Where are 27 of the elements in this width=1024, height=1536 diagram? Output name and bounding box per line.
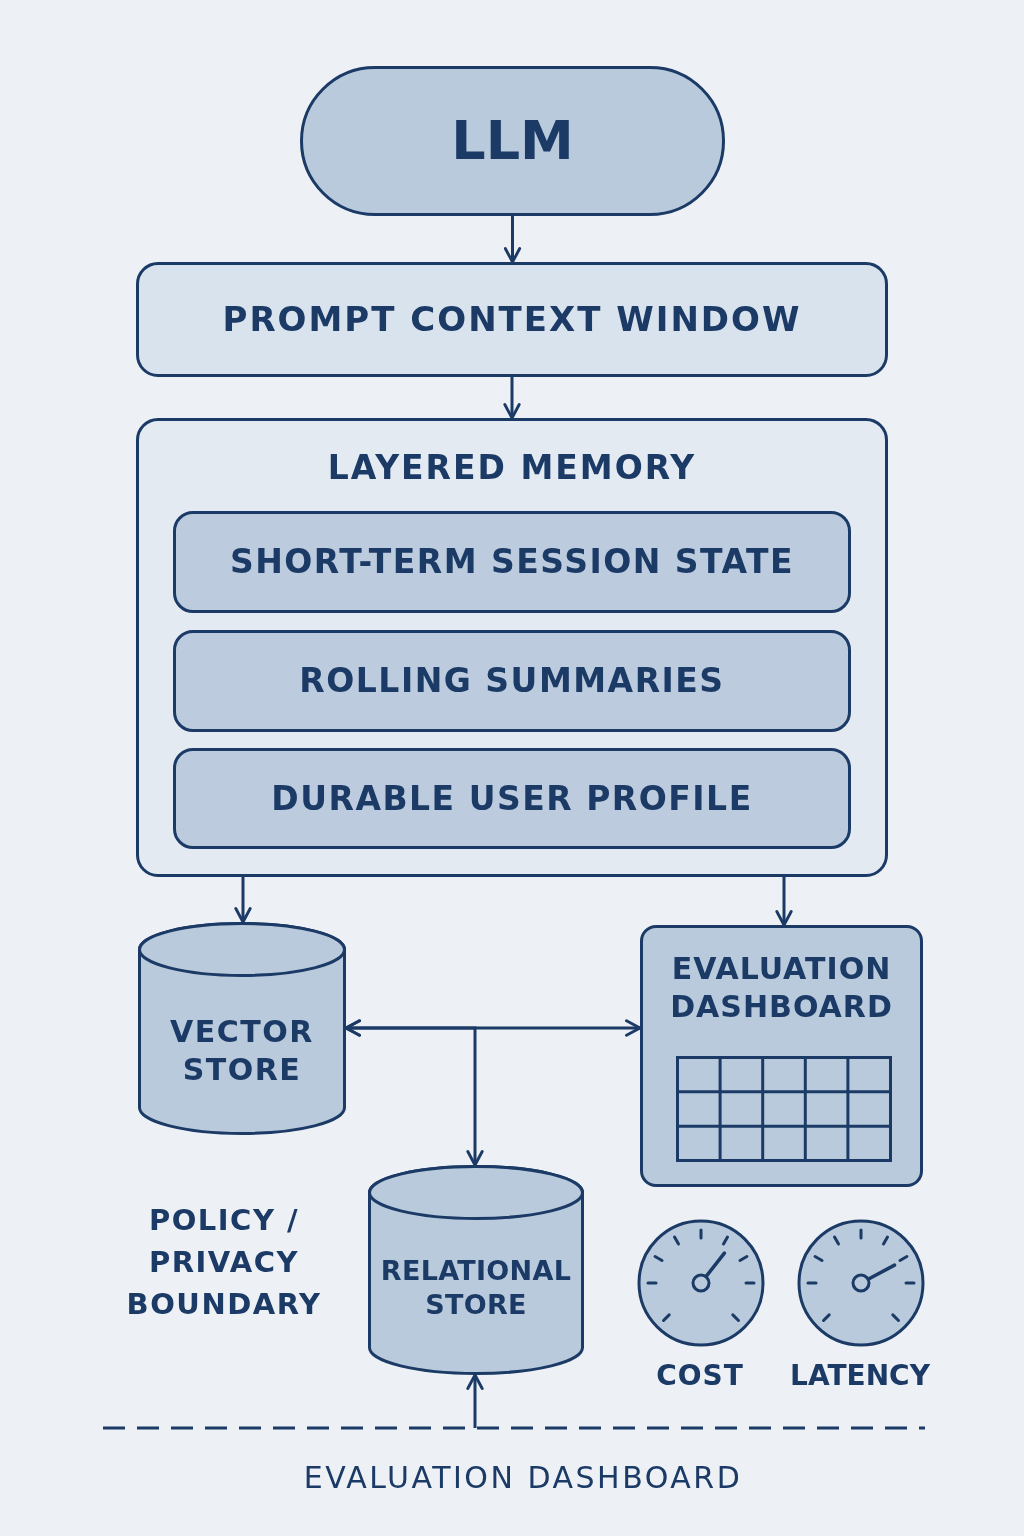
- arrow: [503, 377, 521, 420]
- layer-box: [173, 630, 851, 732]
- arrow: [503, 216, 522, 264]
- footer-label: EVALUATION DASHBOARD: [302, 1459, 744, 1497]
- group-container: [136, 418, 888, 877]
- node-label: SHORT-TERM SESSION STATE: [229, 541, 795, 583]
- gauge-label: COST: [655, 1358, 745, 1394]
- boundary-label: POLICY / PRIVACY BOUNDARY: [125, 1202, 323, 1323]
- process-box: [136, 262, 888, 377]
- layer-box: [173, 748, 851, 849]
- node-label: VECTOR STORE: [169, 1013, 315, 1088]
- node-label: DURABLE USER PROFILE: [271, 777, 753, 820]
- database-cylinder: [368, 1165, 584, 1375]
- database-cylinder: [138, 922, 346, 1135]
- layer-box: [173, 511, 851, 613]
- node-label: ROLLING SUMMARIES: [299, 660, 725, 702]
- group-title: LAYERED MEMORY: [327, 447, 697, 489]
- arrow: [466, 1373, 484, 1428]
- node-label: PROMPT CONTEXT WINDOW: [222, 298, 802, 341]
- gauge-label: LATENCY: [789, 1358, 931, 1394]
- node-label: RELATIONAL STORE: [379, 1254, 573, 1322]
- node-label: LLM: [451, 108, 574, 175]
- arrow: [775, 877, 793, 927]
- arrow: [344, 1019, 484, 1167]
- arrow: [234, 877, 252, 924]
- dashboard-panel: [640, 925, 923, 1187]
- node-label: EVALUATION DASHBOARD: [669, 950, 894, 1025]
